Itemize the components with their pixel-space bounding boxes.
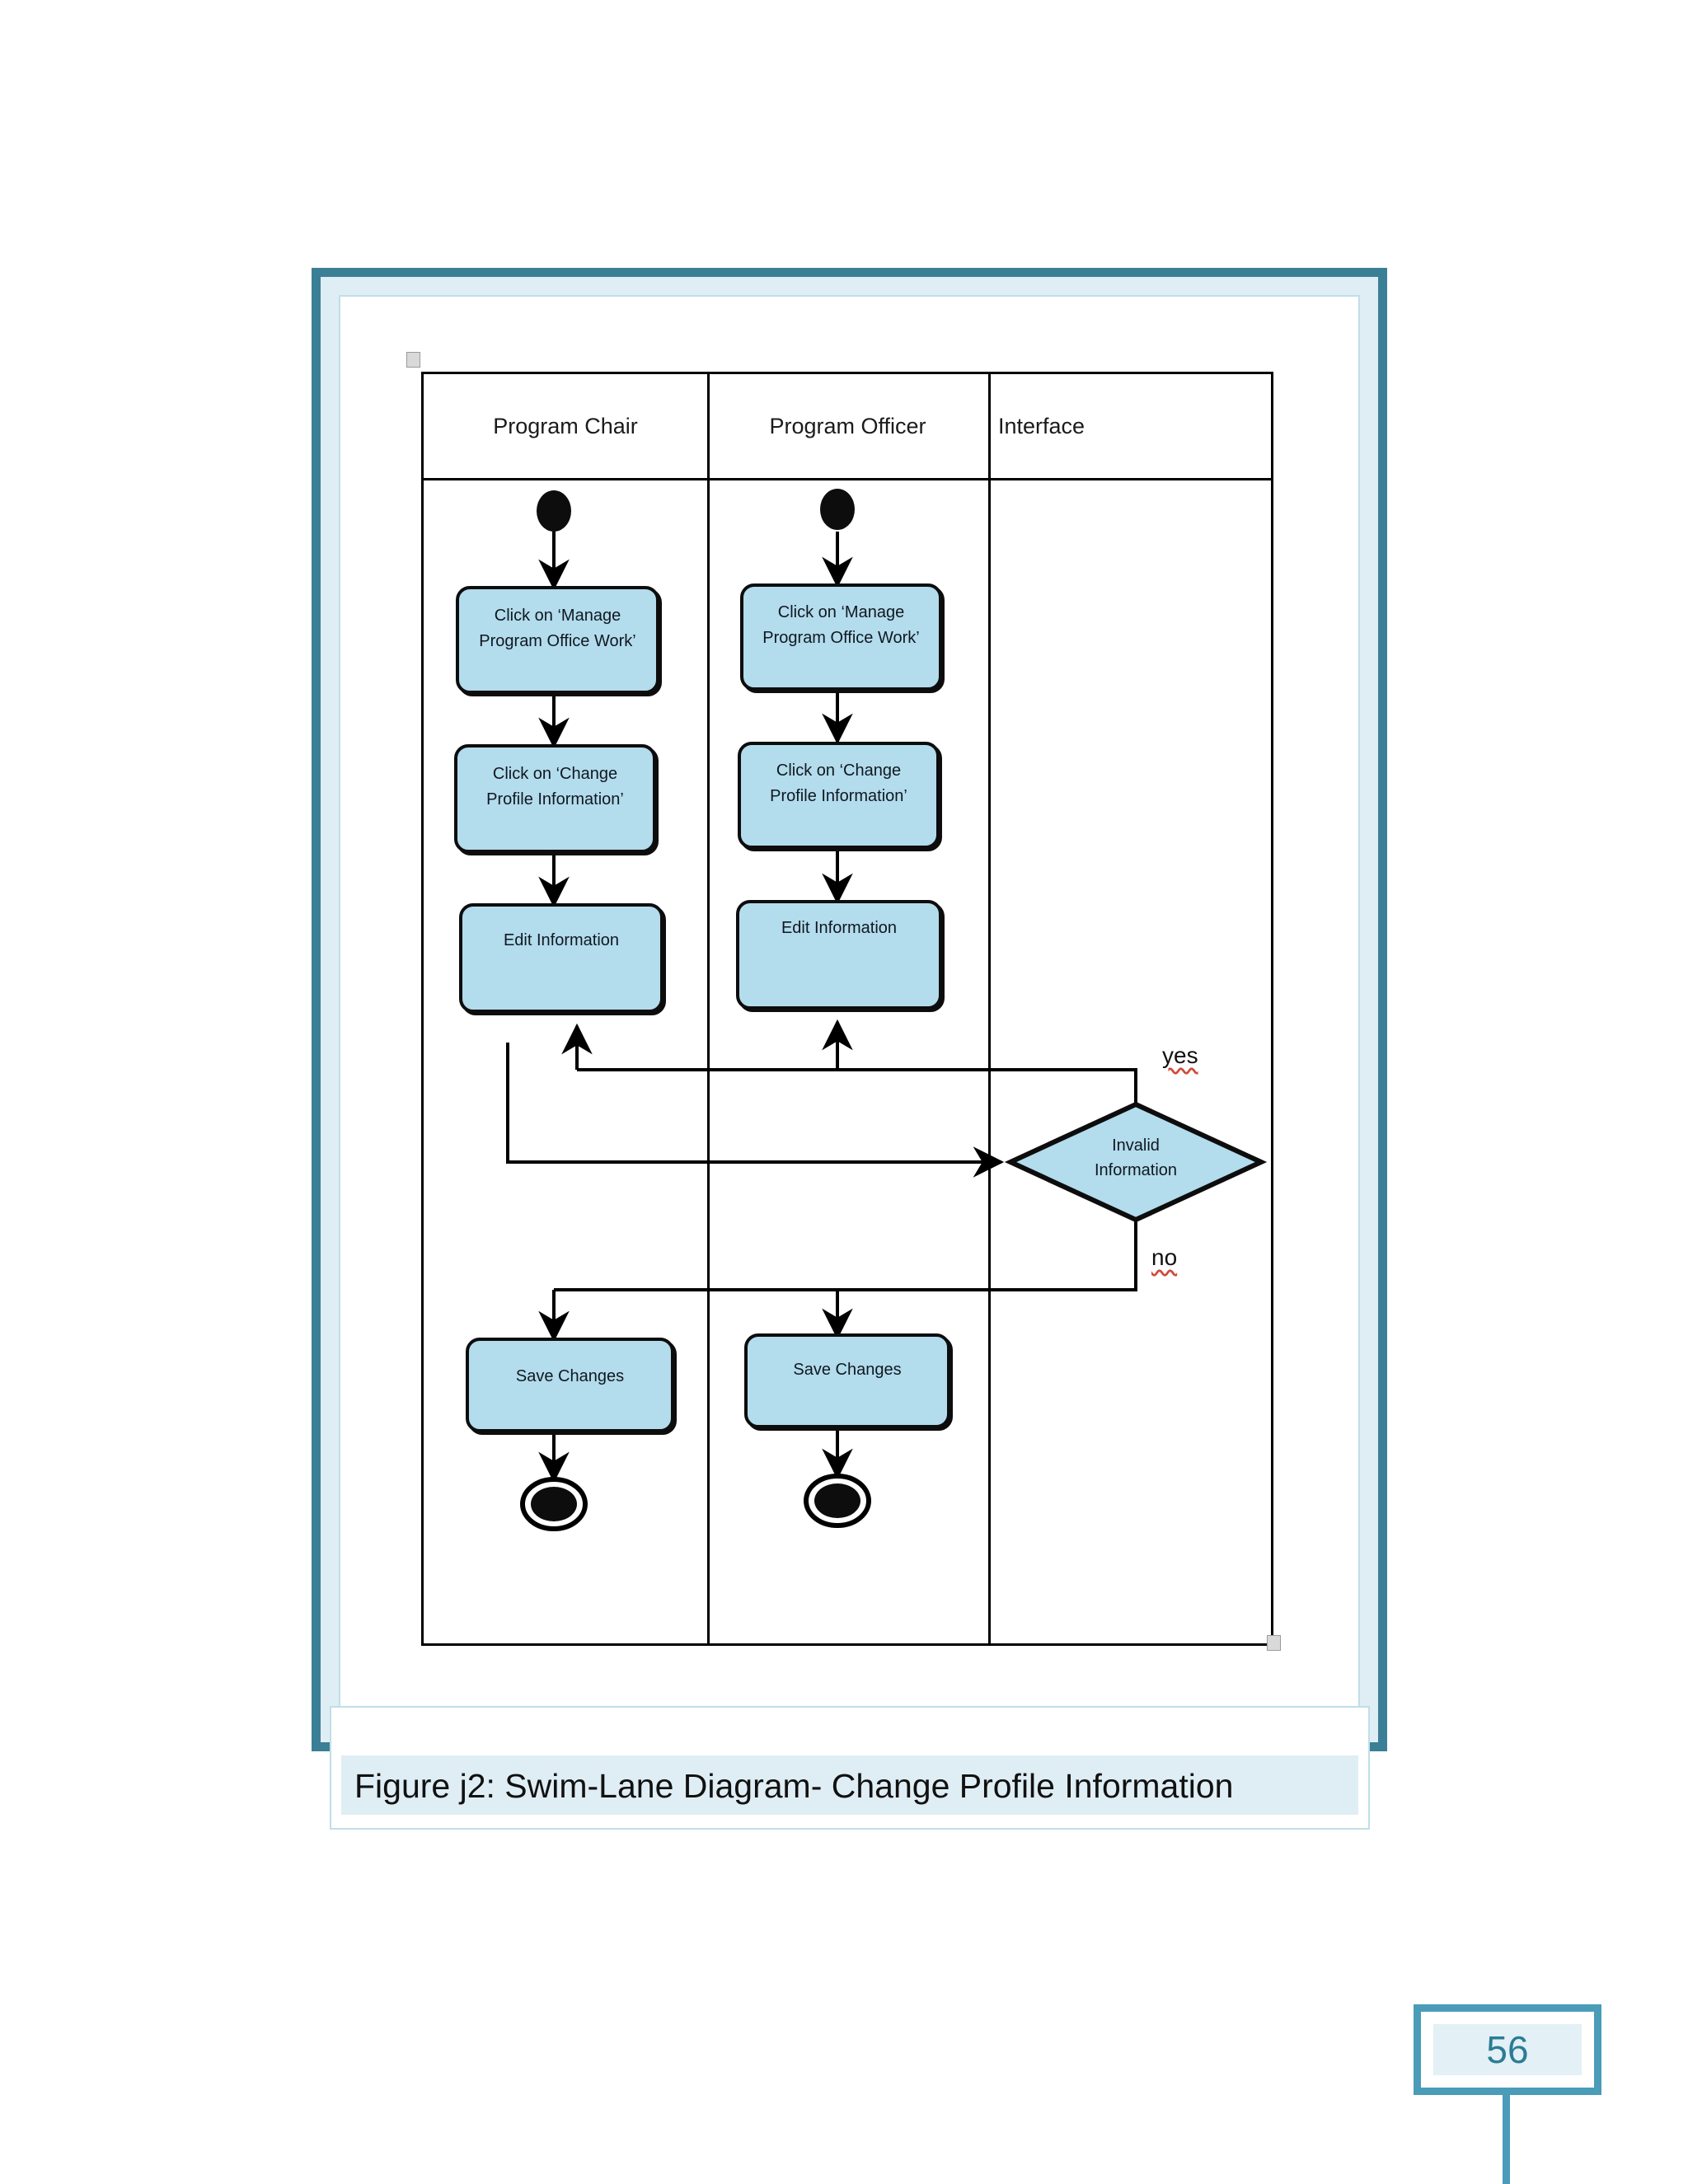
action-label-line1: Click on ‘Manage [777, 603, 905, 621]
action-label-line1: Save Changes [793, 1361, 902, 1379]
action-label-line1: Edit Information [503, 931, 620, 949]
action-chair-click-change-profile[interactable]: Click on ‘Change Profile Information’ [454, 744, 656, 853]
selection-handle-bottom-right[interactable] [1267, 1635, 1281, 1651]
selection-handle-top-left[interactable] [406, 352, 420, 368]
action-label-line2: Profile Information’ [770, 787, 907, 805]
action-label-line1: Click on ‘Manage [494, 607, 621, 625]
guard-label-yes: yes [1162, 1043, 1198, 1068]
action-chair-click-manage[interactable]: Click on ‘Manage Program Office Work’ [456, 586, 659, 694]
action-label-line2: Profile Information’ [486, 790, 624, 808]
guard-label-no: no [1151, 1244, 1178, 1270]
action-chair-edit-information[interactable]: Edit Information [459, 903, 663, 1013]
lane-header-rule [424, 478, 1271, 480]
decision-label-line1: Invalid [1112, 1137, 1160, 1155]
action-label-line2: Program Office Work’ [479, 632, 636, 650]
figure-caption-highlight [341, 1755, 1358, 1815]
figure-caption: Figure j2: Swim-Lane Diagram- Change Pro… [354, 1767, 1234, 1805]
lane-header-interface: Interface [998, 414, 1085, 438]
action-officer-edit-information[interactable]: Edit Information [736, 900, 942, 1010]
figure-caption-band: Figure j2: Swim-Lane Diagram- Change Pro… [330, 1706, 1370, 1830]
action-label-line1: Edit Information [781, 919, 898, 937]
action-label-line1: Click on ‘Change [776, 762, 902, 780]
action-officer-click-change-profile[interactable]: Click on ‘Change Profile Information’ [738, 742, 940, 849]
action-officer-save-changes[interactable]: Save Changes [744, 1333, 950, 1428]
page-number-box: 56 [1414, 2004, 1601, 2095]
lane-divider-2 [988, 374, 991, 1643]
action-label-line1: Click on ‘Change [492, 765, 618, 783]
page-number: 56 [1486, 2028, 1529, 2071]
page-number-fill [1433, 2024, 1582, 2075]
action-officer-click-manage[interactable]: Click on ‘Manage Program Office Work’ [740, 583, 942, 691]
decision-label-line2: Information [1094, 1161, 1178, 1179]
action-label-line1: Save Changes [515, 1367, 625, 1385]
lane-header-program-officer: Program Officer [769, 414, 926, 438]
action-chair-save-changes[interactable]: Save Changes [466, 1338, 674, 1432]
page-number-stem [1503, 2095, 1510, 2184]
action-label-line2: Program Office Work’ [762, 629, 920, 647]
lane-header-program-chair: Program Chair [493, 414, 638, 438]
lane-divider-1 [707, 374, 710, 1643]
